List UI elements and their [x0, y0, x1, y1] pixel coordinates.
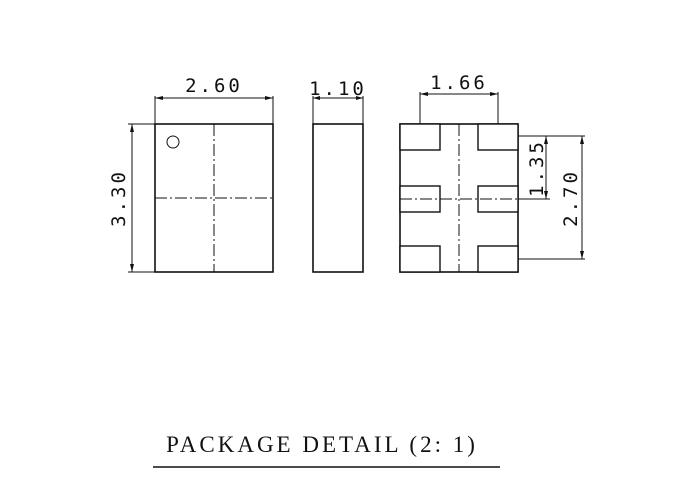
bottom-pad-span-dimension: 1.66 [419, 72, 499, 124]
top-height-label: 3.30 [108, 169, 130, 227]
drawing-caption: PACKAGE DETAIL (2: 1) [166, 432, 478, 457]
bottom-view: 1.66 1.35 2.70 [399, 72, 585, 273]
bottom-inner-pitch-dimension: 1.35 [518, 135, 550, 200]
pin1-marker-icon [166, 135, 180, 149]
caption-block: PACKAGE DETAIL (2: 1) [153, 432, 500, 468]
top-height-dimension: 3.30 [108, 123, 155, 273]
side-thickness-label: 1.10 [309, 78, 367, 100]
top-width-dimension: 2.60 [154, 75, 274, 124]
pad-top-right [477, 123, 519, 151]
bottom-inner-pitch-label: 1.35 [526, 139, 548, 197]
bottom-outer-pitch-label: 2.70 [560, 169, 582, 227]
pad-bottom-right [477, 245, 519, 273]
bottom-pad-span-label: 1.66 [430, 72, 488, 94]
top-width-label: 2.60 [185, 75, 243, 97]
pad-bottom-left [399, 245, 441, 273]
bottom-outer-pitch-dimension: 2.70 [518, 135, 585, 260]
pad-top-left [399, 123, 441, 151]
top-view: 2.60 3.30 [108, 75, 274, 273]
side-thickness-dimension: 1.10 [309, 78, 367, 124]
side-view-body [312, 123, 364, 273]
side-view: 1.10 [309, 78, 367, 273]
